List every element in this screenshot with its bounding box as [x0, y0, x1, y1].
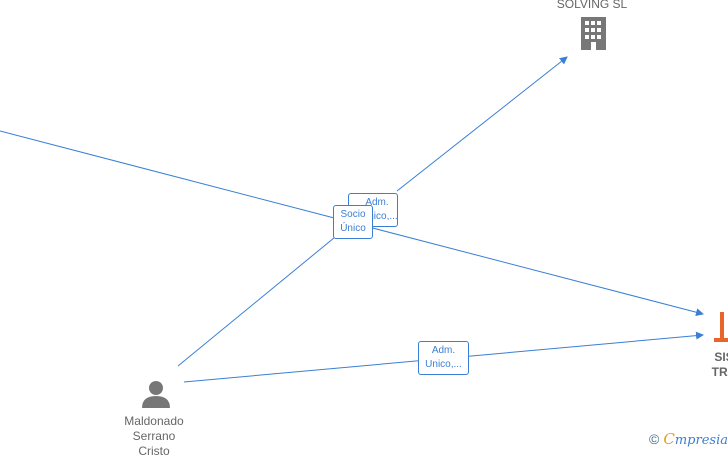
edge-label-adm-bottom[interactable]: Adm. Unico,...: [418, 341, 469, 375]
empresia-logo[interactable]: ©Cmpresia: [649, 430, 728, 448]
person-icon[interactable]: [142, 381, 170, 408]
node-label-top-company: SOLVING SL: [556, 0, 628, 11]
edge-label-socio[interactable]: Socio Único: [333, 205, 373, 239]
building-icon[interactable]: [714, 312, 728, 342]
edge-adm-to-top-company[interactable]: [396, 56, 568, 192]
copyright-icon: ©: [649, 431, 660, 447]
building-icon[interactable]: [581, 17, 606, 50]
edge-person-to-socio[interactable]: [177, 232, 341, 367]
node-label-right-company: SIS TRA: [711, 350, 728, 379]
node-label-person: Maldonado Serrano Cristo: [124, 414, 184, 458]
